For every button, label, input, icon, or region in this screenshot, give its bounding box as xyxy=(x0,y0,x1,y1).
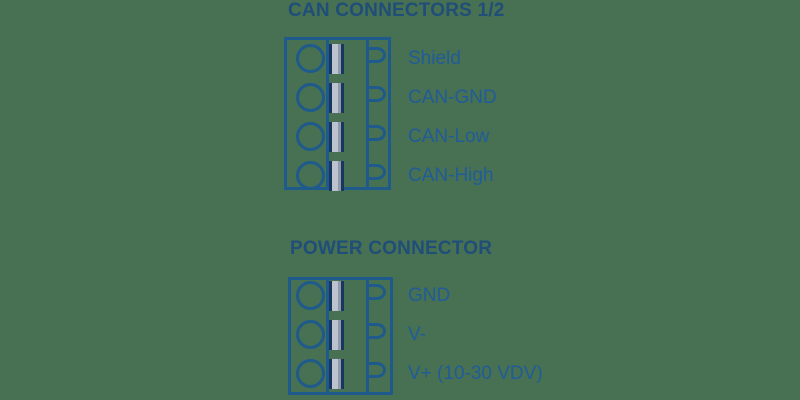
pin-label: CAN-Low xyxy=(408,126,490,147)
wire-entry-tab xyxy=(369,47,386,63)
screw-slot xyxy=(329,122,344,152)
divider-line xyxy=(366,40,369,187)
screw-slot xyxy=(329,44,344,74)
pin-label: CAN-GND xyxy=(408,87,497,108)
screw-hole-circle xyxy=(296,44,325,73)
divider-line xyxy=(366,280,369,392)
screw-slot xyxy=(329,359,344,389)
wire-entry-tab xyxy=(369,164,386,180)
pin-label: CAN-High xyxy=(408,165,494,186)
screw-hole-circle xyxy=(296,161,325,190)
wire-entry-tab xyxy=(369,323,386,339)
power-connector-title: POWER CONNECTOR xyxy=(290,238,493,259)
pin-label: GND xyxy=(408,285,451,306)
divider-line xyxy=(326,40,329,187)
screw-hole-circle xyxy=(296,281,325,310)
can-connector-title: CAN CONNECTORS 1/2 xyxy=(288,0,505,21)
can-connector-body xyxy=(284,37,391,191)
screw-hole-circle xyxy=(296,83,325,112)
screw-slot xyxy=(329,83,344,113)
wire-entry-tab xyxy=(369,284,386,300)
screw-hole-circle xyxy=(296,320,325,349)
divider-line xyxy=(326,280,329,392)
pin-label: V- xyxy=(408,324,426,345)
wire-entry-tab xyxy=(369,125,386,141)
pin-label: Shield xyxy=(408,48,461,69)
screw-slot xyxy=(329,281,344,311)
screw-hole-circle xyxy=(296,122,325,151)
screw-hole-circle xyxy=(296,359,325,388)
power-connector-body xyxy=(288,277,393,395)
screw-slot xyxy=(329,320,344,350)
wire-entry-tab xyxy=(369,86,386,102)
screw-slot xyxy=(329,161,344,191)
wire-entry-tab xyxy=(369,362,386,378)
pin-label: V+ (10-30 VDV) xyxy=(408,363,543,384)
